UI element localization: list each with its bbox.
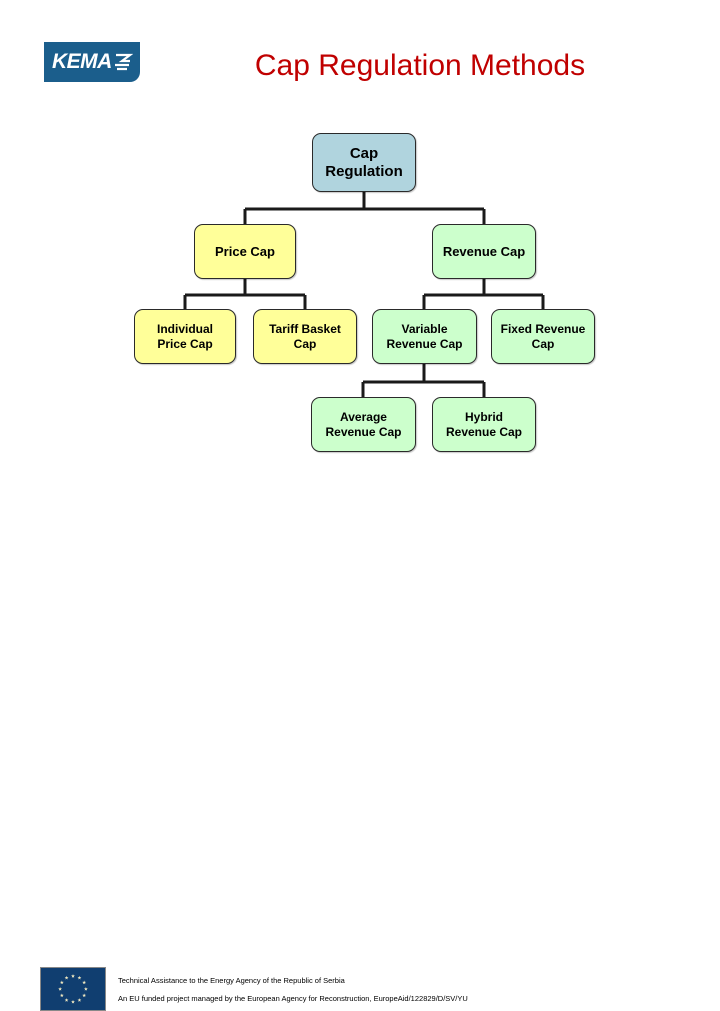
node-individual-price-cap[interactable]: Individual Price Cap xyxy=(134,309,236,364)
node-hybrid-revenue-cap-label: Hybrid Revenue Cap xyxy=(445,409,523,439)
node-fixed-revenue-cap-label: Fixed Revenue Cap xyxy=(500,321,586,351)
node-tariff-basket-cap-label: Tariff Basket Cap xyxy=(269,321,341,351)
node-revenue-cap[interactable]: Revenue Cap xyxy=(432,224,536,279)
tree-connectors xyxy=(183,192,545,397)
node-variable-revenue-cap[interactable]: Variable Revenue Cap xyxy=(372,309,477,364)
kema-logo-text: KEMA xyxy=(52,50,112,73)
node-individual-price-cap-label: Individual Price Cap xyxy=(156,321,213,351)
kema-lightning-icon xyxy=(113,52,134,73)
slide-footer: Technical Assistance to the Energy Agenc… xyxy=(0,478,720,1011)
footer-line-1: Technical Assistance to the Energy Agenc… xyxy=(118,976,345,985)
node-variable-revenue-cap-label: Variable Revenue Cap xyxy=(386,321,463,351)
page-title: Cap Regulation Methods xyxy=(254,49,586,82)
node-price-cap-label: Price Cap xyxy=(215,244,275,259)
node-hybrid-revenue-cap[interactable]: Hybrid Revenue Cap xyxy=(432,397,536,452)
node-average-revenue-cap-label: Average Revenue Cap xyxy=(325,409,402,439)
node-average-revenue-cap[interactable]: Average Revenue Cap xyxy=(311,397,416,452)
node-fixed-revenue-cap[interactable]: Fixed Revenue Cap xyxy=(491,309,595,364)
node-price-cap[interactable]: Price Cap xyxy=(194,224,296,279)
kema-logo: KEMA xyxy=(44,42,140,82)
node-tariff-basket-cap[interactable]: Tariff Basket Cap xyxy=(253,309,357,364)
footer-line-2: An EU funded project managed by the Euro… xyxy=(118,994,468,1003)
node-revenue-cap-label: Revenue Cap xyxy=(442,244,526,259)
eu-flag-icon xyxy=(40,967,106,1011)
